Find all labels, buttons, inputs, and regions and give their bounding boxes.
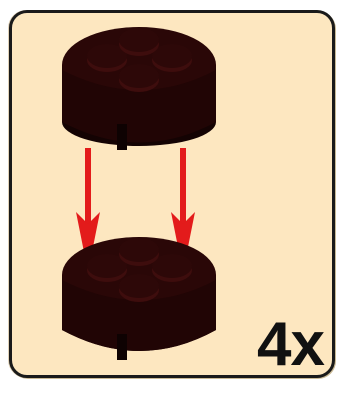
bottom-round-plate-icon <box>62 237 216 360</box>
quantity-label: 4x <box>257 314 324 376</box>
top-round-plate-icon <box>62 27 216 150</box>
